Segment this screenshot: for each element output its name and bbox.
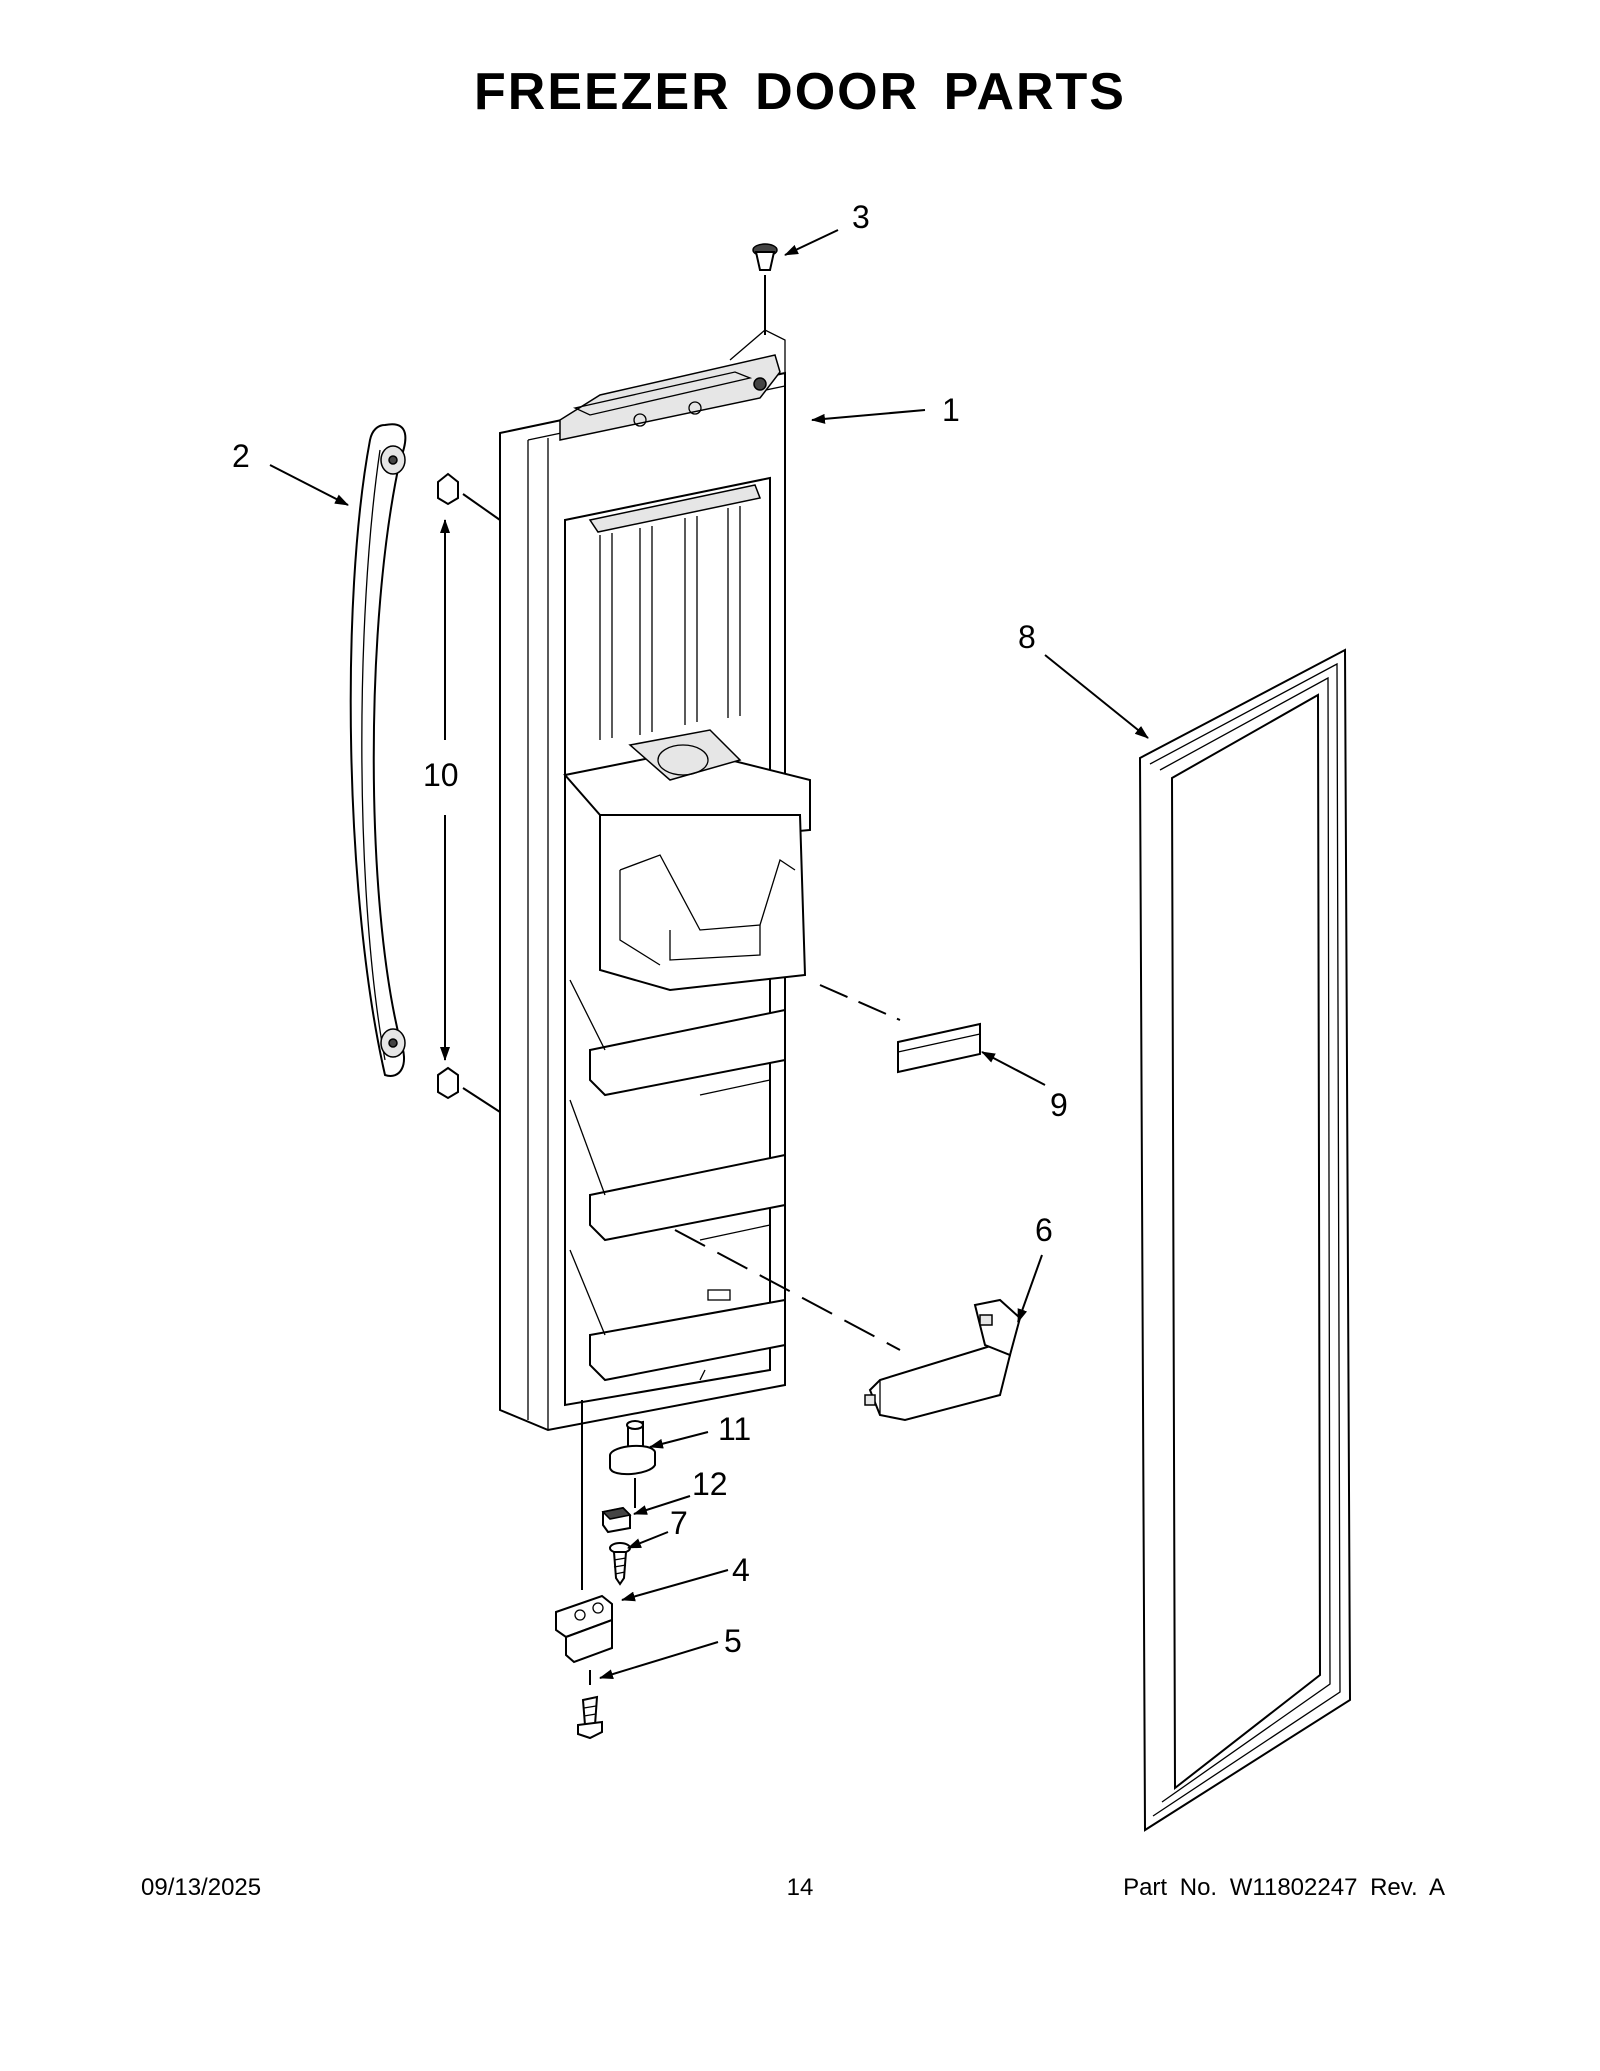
leader-1	[811, 409, 926, 424]
footer-part-number: Part No. W11802247 Rev. A	[1123, 1874, 1445, 1901]
callout-11: 11	[718, 1411, 751, 1447]
callout-4: 4	[732, 1552, 750, 1588]
callout-2: 2	[232, 438, 250, 474]
leader-11	[649, 1431, 709, 1449]
handle-stud-part-10	[437, 472, 501, 1113]
door-gasket-part-8	[1138, 648, 1352, 1832]
screw-part-5	[577, 1695, 603, 1740]
callout-5: 5	[724, 1623, 742, 1659]
page-title: FREEZER DOOR PARTS	[474, 63, 1126, 121]
leader-4	[621, 1569, 729, 1602]
footer-page-number: 14	[786, 1874, 814, 1901]
footer-date: 09/13/2025	[141, 1874, 262, 1901]
callout-12: 12	[692, 1466, 728, 1502]
trim-strip-part-9	[819, 984, 981, 1074]
leader-6	[1017, 1254, 1043, 1323]
callout-3: 3	[852, 199, 870, 235]
leader-8	[1044, 654, 1149, 739]
leader-2	[269, 464, 349, 506]
hinge-bushing-part-3	[752, 243, 778, 335]
lower-hinge-bracket-part-4	[555, 1400, 613, 1685]
leader-9	[981, 1051, 1046, 1086]
leader-3	[784, 229, 839, 256]
hinge-spacer-part-12	[601, 1506, 632, 1534]
callout-8: 8	[1018, 619, 1036, 655]
door-handle-part-2	[349, 423, 407, 1077]
screw-part-7	[609, 1542, 631, 1586]
door-bin-part-6	[674, 1229, 1022, 1422]
leader-lines	[269, 229, 1149, 1679]
leader-12	[633, 1495, 691, 1515]
callout-6: 6	[1035, 1212, 1053, 1248]
callout-1: 1	[942, 392, 960, 428]
callout-9: 9	[1050, 1087, 1068, 1123]
lower-hinge-pin-part-11	[609, 1420, 656, 1508]
callout-7: 7	[670, 1505, 688, 1541]
callout-10: 10	[423, 757, 459, 793]
freezer-door-part-1	[499, 329, 811, 1432]
leader-5	[599, 1641, 719, 1679]
leader-7	[627, 1531, 669, 1549]
